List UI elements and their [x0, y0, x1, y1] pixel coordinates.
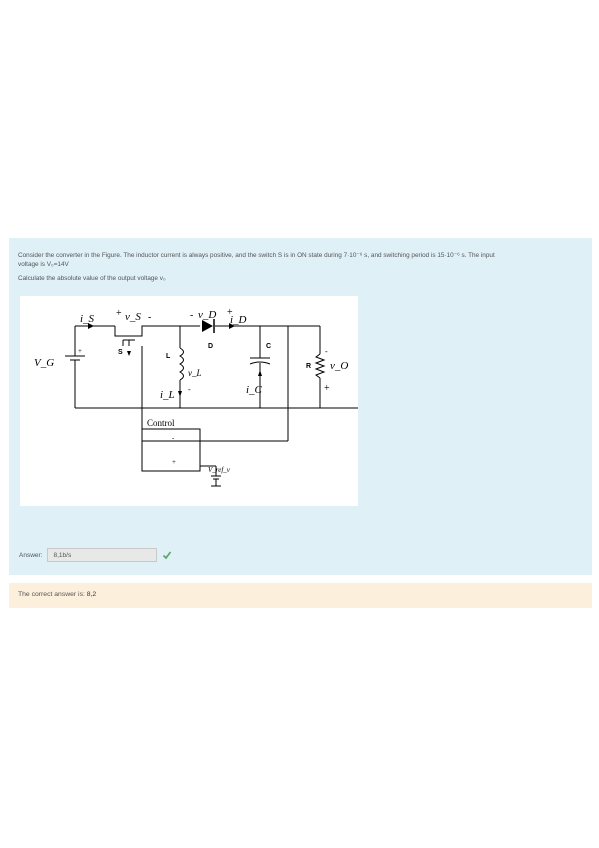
- label-vs-plus: +: [116, 308, 122, 319]
- label-vs: v_S: [125, 311, 141, 323]
- label-inductor: L: [166, 353, 171, 360]
- label-vl-minus: -: [188, 385, 191, 394]
- circuit-figure: i_S + v_S - - v_D + i_D V_G + S D L v_L …: [20, 296, 358, 506]
- label-vg-plus: +: [78, 347, 82, 355]
- label-vo-plus: +: [324, 383, 330, 394]
- label-vref: V_ref_v: [208, 466, 231, 474]
- question-text-line-2: voltage is V₀=14V: [18, 261, 69, 268]
- answer-label: Answer:: [19, 551, 43, 559]
- label-vd-plus: +: [227, 307, 233, 318]
- answer-input[interactable]: [47, 548, 158, 562]
- label-id: i_D: [230, 314, 247, 326]
- correct-answer-value: 8,2: [86, 591, 97, 598]
- label-vg: V_G: [34, 357, 54, 369]
- label-control-minus: -: [172, 434, 175, 442]
- label-vs-minus: -: [148, 312, 151, 323]
- label-is: i_S: [80, 313, 95, 325]
- correct-answer-text: The correct answer is: 8,2: [18, 591, 96, 598]
- label-ic: i_C: [246, 384, 263, 396]
- label-control: Control: [147, 418, 175, 428]
- feedback-box: The correct answer is: 8,2: [9, 583, 592, 608]
- label-diode: D: [208, 343, 213, 350]
- label-resistor: R: [306, 363, 311, 370]
- label-vd-minus: -: [190, 310, 193, 321]
- label-vo: v_O: [330, 360, 348, 372]
- label-control-plus: +: [172, 458, 176, 466]
- answer-row: Answer:: [19, 546, 172, 564]
- label-vd: v_D: [198, 309, 216, 321]
- label-il: i_L: [160, 389, 175, 401]
- label-vl: v_L: [188, 368, 202, 378]
- question-text-line-3: Calculate the absolute value of the outp…: [18, 275, 166, 282]
- correct-answer-label: The correct answer is:: [18, 591, 87, 598]
- label-capacitor: C: [266, 343, 271, 350]
- circuit-diagram: i_S + v_S - - v_D + i_D V_G + S D L v_L …: [34, 307, 358, 487]
- diode-symbol: [202, 320, 213, 332]
- question-text-line-1: Consider the converter in the Figure. Th…: [18, 252, 495, 259]
- check-icon: [163, 551, 172, 560]
- label-switch: S: [118, 349, 123, 356]
- label-vo-minus: -: [325, 347, 328, 356]
